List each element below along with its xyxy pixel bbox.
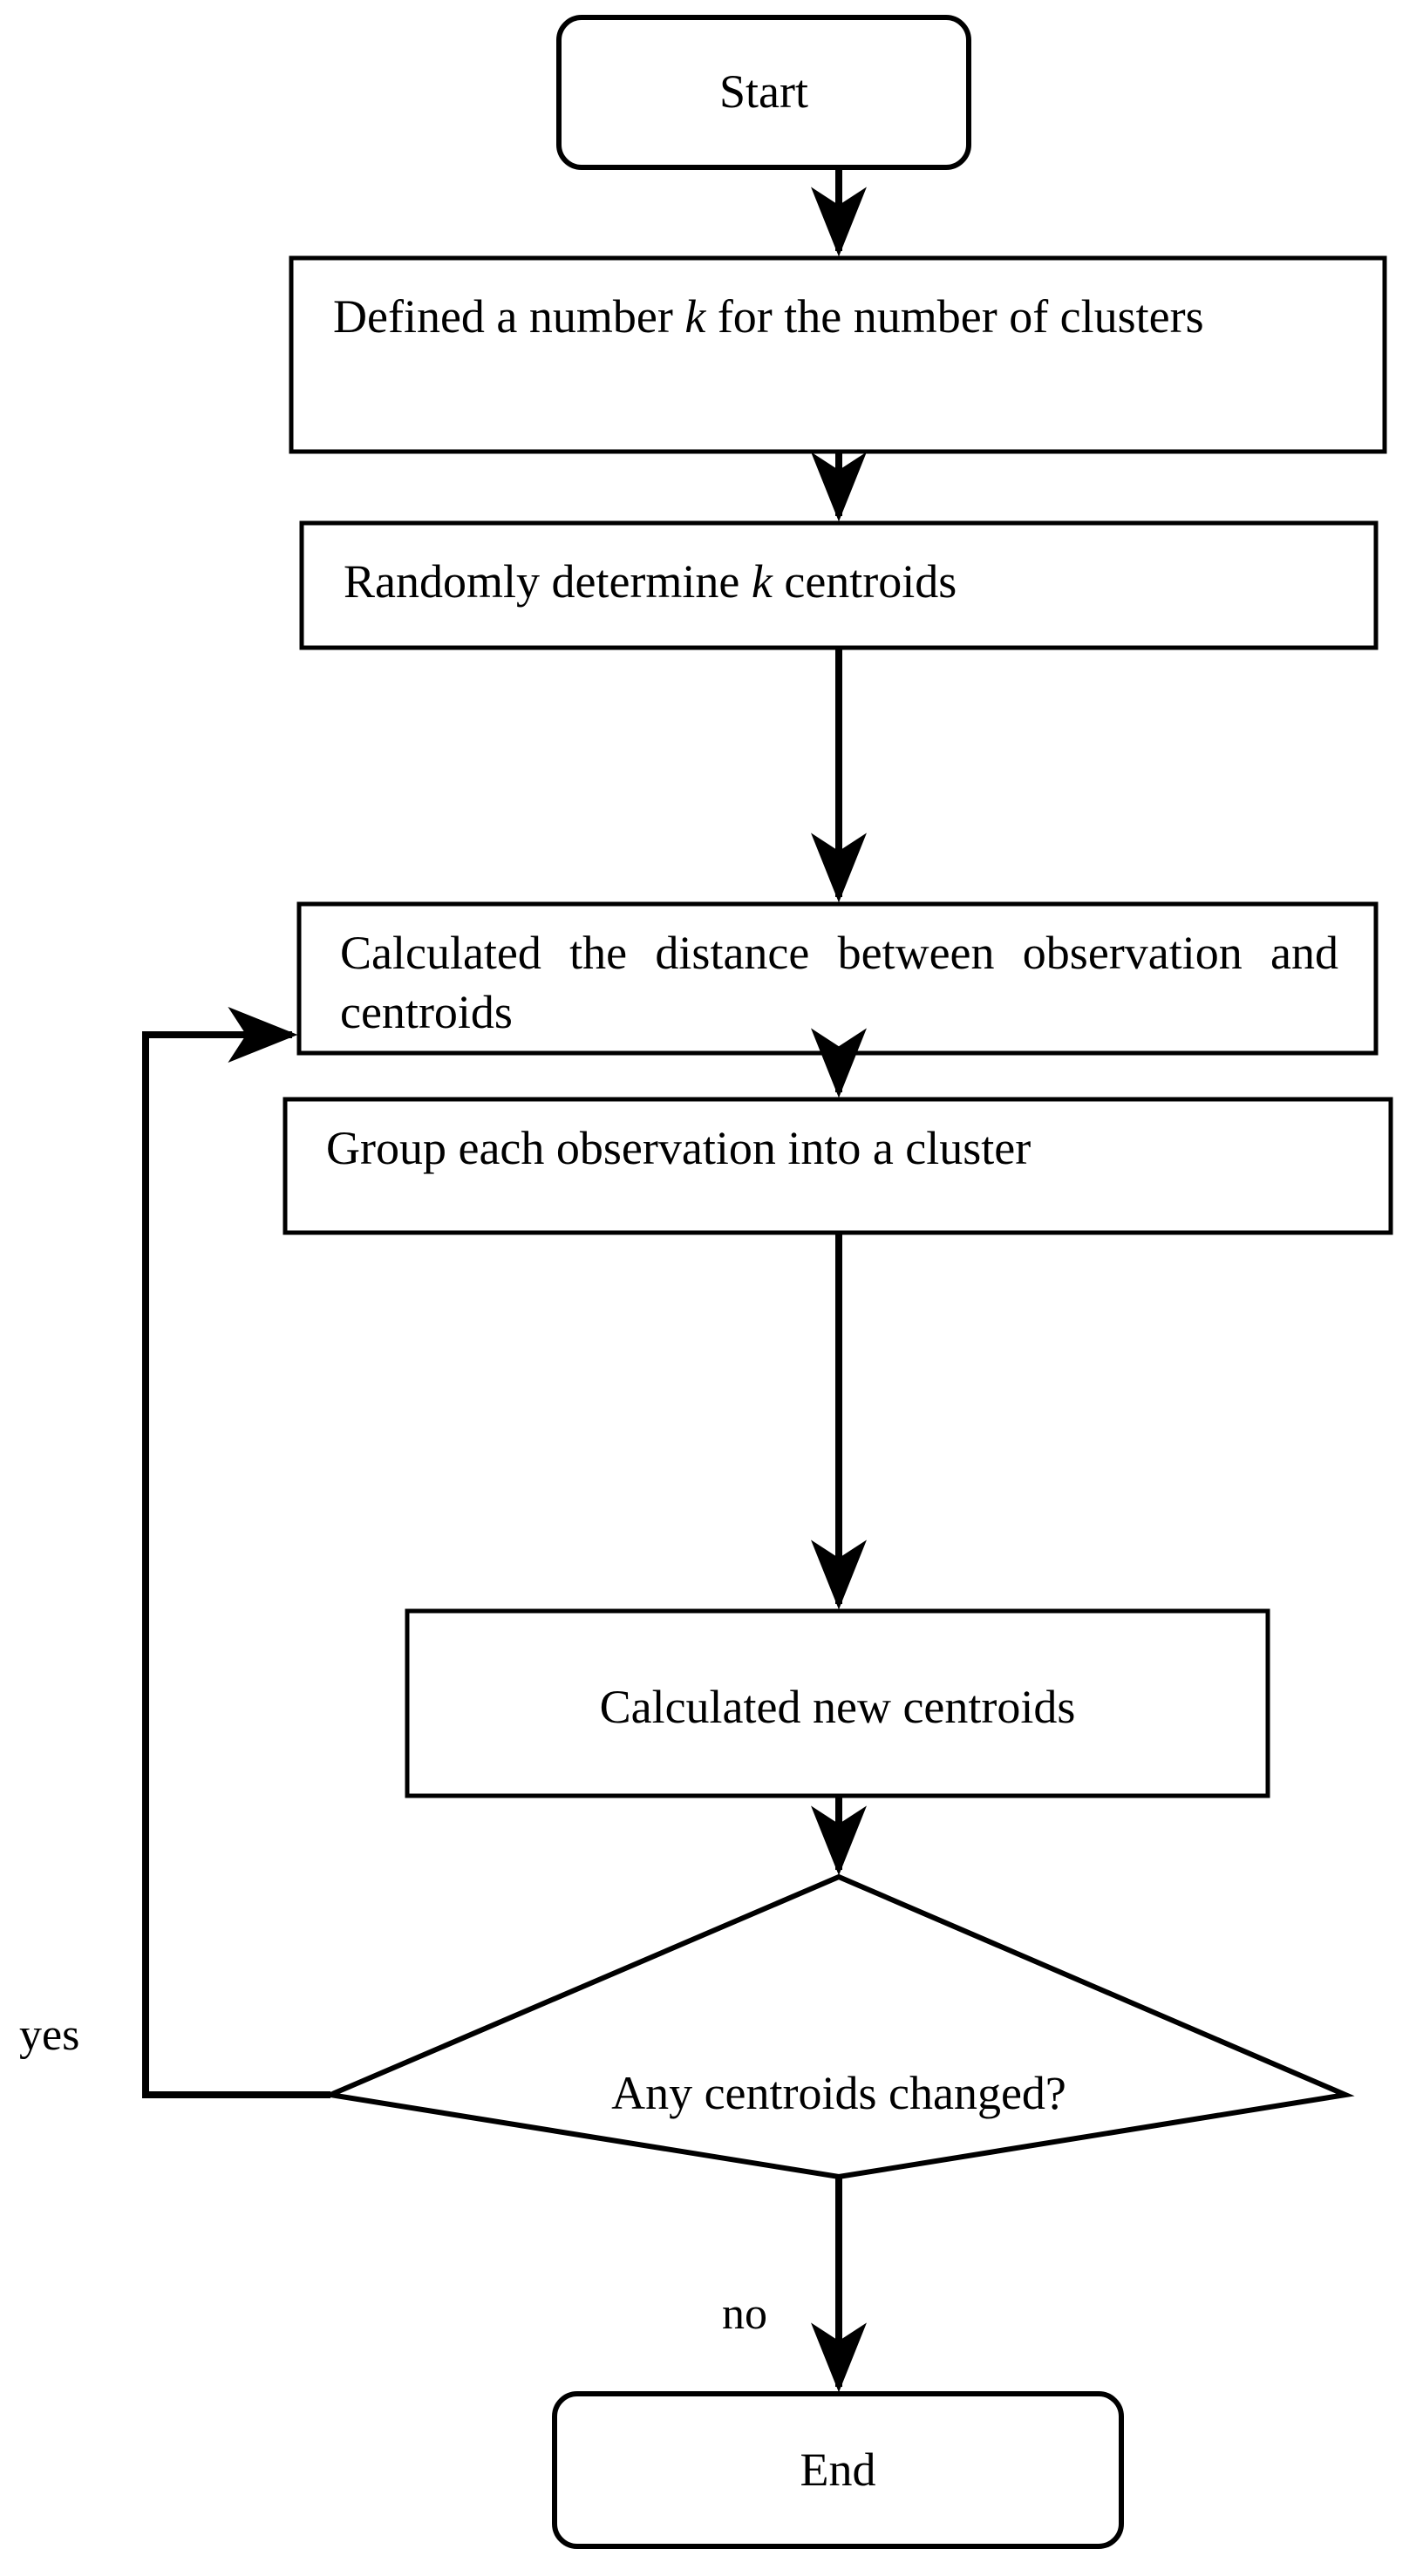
node-decision-changed-label: Any centroids changed?	[611, 2067, 1066, 2119]
node-random-centroids-label-italic-k: k	[751, 555, 773, 608]
edge-decision-yes-feedback	[142, 1007, 330, 2098]
node-random-centroids-label-part2: centroids	[772, 555, 957, 608]
node-random-centroids-label: Randomly determine k centroids	[344, 553, 1338, 612]
node-end-shape	[552, 2391, 1124, 2549]
node-start-shape	[556, 15, 971, 170]
node-define-k-label-italic-k: k	[684, 290, 706, 343]
edge-label-no: no	[722, 2289, 767, 2339]
node-decision-changed-shape	[321, 1873, 1355, 2180]
node-end-label: End	[800, 2443, 876, 2496]
node-calc-new-centroids-label: Calculated new centroids	[599, 1681, 1076, 1733]
node-start-label: Start	[719, 65, 808, 118]
node-define-k-label-part2: for the number of clusters	[705, 290, 1204, 343]
node-define-k-label-part1: Defined a number	[333, 290, 685, 343]
node-calc-distance-label: Calculated the distance between observat…	[340, 927, 1351, 1038]
node-random-centroids-label-part1: Randomly determine	[344, 555, 752, 608]
node-define-k-label: Defined a number k for the number of clu…	[333, 288, 1345, 347]
node-group-observation-label: Group each observation into a cluster	[326, 1122, 1032, 1174]
edge-label-yes: yes	[19, 2010, 80, 2060]
